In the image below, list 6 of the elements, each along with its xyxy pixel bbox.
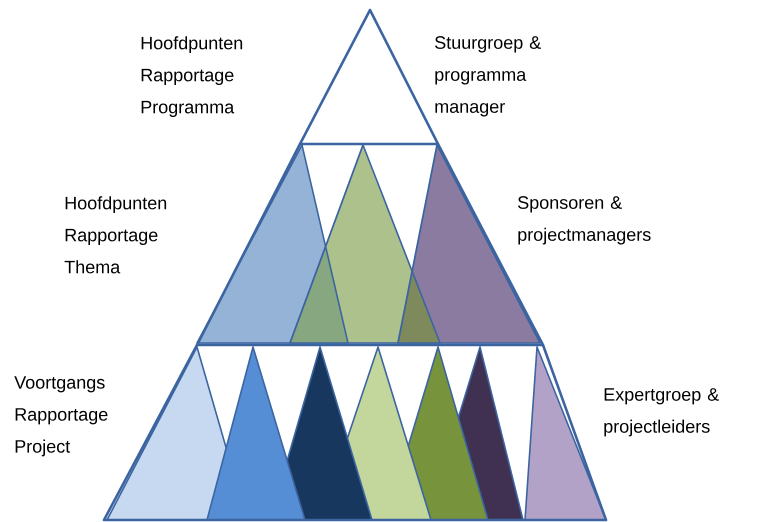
- level-label: Stuurgroep & programma manager: [435, 36, 541, 116]
- level-label: Hoofdpunten Rapportage Programma: [142, 36, 242, 117]
- level-label: Voortgangs Rapportage Project: [14, 376, 108, 456]
- level-label: Sponsoren & projectmanagers: [518, 196, 651, 244]
- level-label: Expertgroep & projectleiders: [604, 388, 719, 436]
- level-label: Hoofdpunten Rapportage Thema: [64, 196, 166, 274]
